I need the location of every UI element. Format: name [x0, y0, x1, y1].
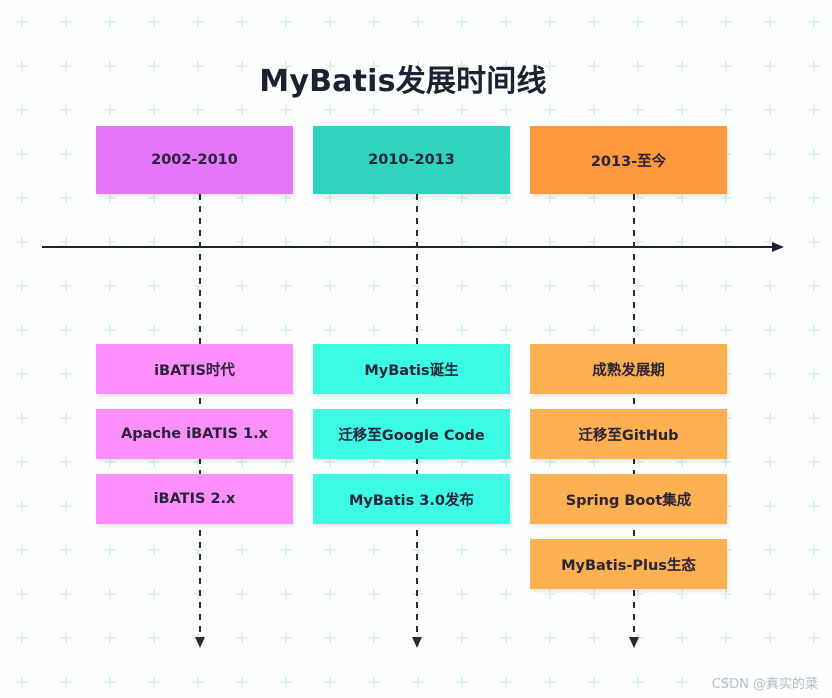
period-box-3: 2013-至今	[530, 126, 727, 194]
event-box: MyBatis-Plus生态	[530, 539, 727, 589]
event-box: 迁移至Google Code	[313, 409, 510, 459]
event-box: Apache iBATIS 1.x	[96, 409, 293, 459]
watermark: CSDN @真实的菜	[711, 677, 818, 692]
event-box: iBATIS 2.x	[96, 474, 293, 524]
event-label: MyBatis诞生	[364, 362, 459, 379]
event-label: iBATIS 2.x	[153, 491, 236, 507]
event-box: MyBatis 3.0发布	[313, 474, 510, 524]
page-title: MyBatis发展时间线	[259, 64, 547, 99]
period-label: 2010-2013	[368, 152, 455, 168]
period-label: 2002-2010	[151, 152, 238, 168]
event-box: 成熟发展期	[530, 344, 727, 394]
timeline-axis-arrow	[772, 242, 784, 252]
event-box: iBATIS时代	[96, 344, 293, 394]
connector-arrow-1	[195, 637, 205, 648]
period-box-1: 2002-2010	[96, 126, 293, 194]
period-box-2: 2010-2013	[313, 126, 510, 194]
event-label: MyBatis-Plus生态	[561, 557, 696, 574]
event-label: 成熟发展期	[592, 362, 665, 379]
event-label: 迁移至GitHub	[578, 427, 679, 444]
connector-arrow-2	[412, 637, 422, 648]
event-label: MyBatis 3.0发布	[349, 492, 474, 509]
period-label: 2013-至今	[590, 153, 667, 170]
event-label: 迁移至Google Code	[338, 427, 485, 444]
event-box: MyBatis诞生	[313, 344, 510, 394]
event-label: Apache iBATIS 1.x	[120, 426, 269, 442]
connector-arrow-3	[629, 637, 639, 648]
event-label: Spring Boot集成	[565, 492, 692, 509]
event-label: iBATIS时代	[154, 362, 235, 379]
event-box: 迁移至GitHub	[530, 409, 727, 459]
event-box: Spring Boot集成	[530, 474, 727, 524]
